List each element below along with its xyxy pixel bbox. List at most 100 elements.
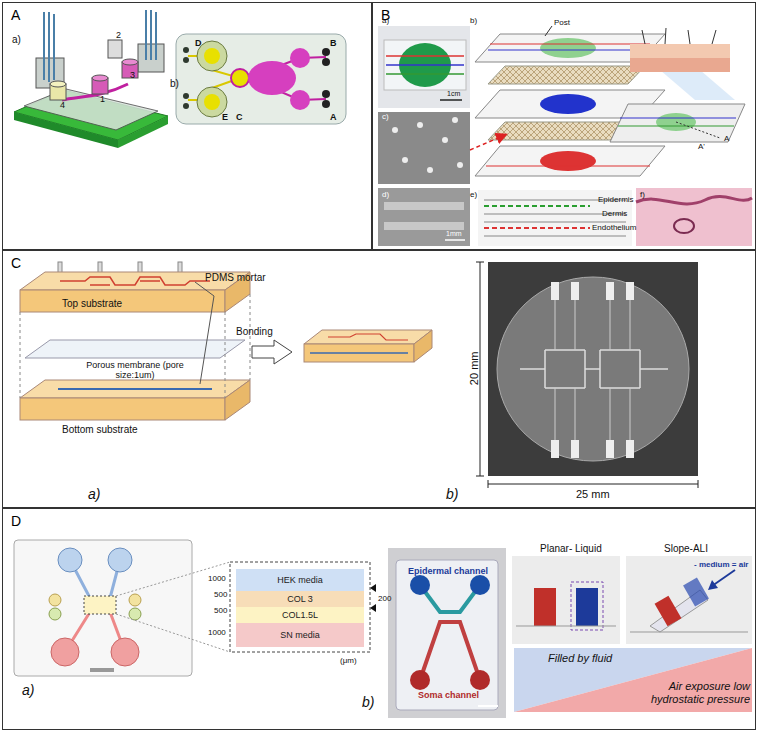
chip-sketch [14, 540, 376, 676]
planar-photo [576, 588, 598, 626]
dimension-lines [488, 484, 698, 485]
chip-layout [204, 48, 220, 64]
bottom-substrate [20, 380, 250, 420]
panel-letter: C [11, 255, 21, 271]
device-3d [92, 75, 108, 81]
text-label: Post [554, 18, 570, 27]
guide-lines [225, 312, 226, 398]
text-label: Porous membrane (pore size:1um) [80, 360, 190, 381]
chip-photo [571, 440, 579, 458]
device-3d [122, 59, 138, 65]
skin-sketch [618, 126, 734, 127]
text-label: b) [170, 78, 179, 90]
bottom-substrate [20, 398, 225, 420]
skin-sketch [642, 28, 716, 44]
chip-sketch [116, 562, 230, 596]
text-label: b) [470, 16, 477, 25]
layer-band: COL1.5L [236, 607, 364, 623]
assembled-chip [304, 344, 414, 362]
histology-image [636, 188, 752, 246]
assembled-chip [328, 334, 408, 340]
chip-photo [606, 282, 614, 300]
guide-lines [20, 282, 250, 398]
text-label: Bottom substrate [62, 424, 138, 436]
skin-sketch [676, 122, 720, 138]
device-3d [43, 12, 45, 80]
text-label: d) [382, 190, 389, 199]
chip-photo [551, 440, 559, 458]
histology-image [674, 219, 694, 233]
text-label: A [724, 134, 729, 143]
membrane [25, 340, 245, 358]
channel-photo [384, 222, 464, 230]
text-label: 500 [214, 606, 227, 615]
chip-photo [488, 262, 698, 476]
text-label: Slope-ALI [664, 543, 708, 555]
text-label: Soma channel [418, 690, 479, 700]
chip-photo [555, 300, 630, 440]
device-photo [470, 670, 490, 690]
chip-layout [183, 93, 189, 99]
device-photo [420, 622, 480, 680]
text-label: a) [12, 34, 21, 46]
chip-sketch [49, 594, 61, 606]
text-label: Bonding [236, 326, 273, 338]
figure-panel: B [372, 2, 756, 250]
chip-sketch [14, 540, 192, 676]
chip-photo [571, 282, 579, 300]
exploded-layers [540, 94, 596, 114]
slope-photo [626, 556, 752, 644]
chip-photo [440, 99, 462, 101]
chip-layout [290, 90, 310, 110]
channel-photo [384, 202, 464, 210]
device-3d [50, 81, 66, 87]
assembled-chip [310, 352, 408, 354]
sub-label: a) [22, 682, 34, 698]
text-label: Epidermis [598, 195, 634, 204]
top-substrate [20, 290, 225, 312]
chip-layout [176, 34, 346, 124]
text-label: Endothelium [592, 223, 636, 232]
device-3d [145, 10, 147, 60]
chip-sketch [108, 548, 132, 572]
text-label: 500 [214, 590, 227, 599]
text-label: 1mm [446, 230, 462, 238]
layer-band: COL 3 [236, 591, 364, 607]
text-label: 4 [60, 100, 65, 110]
guide-lines [195, 282, 214, 296]
assembled-chip [304, 330, 432, 344]
device-photo [410, 670, 430, 690]
cross-section [484, 236, 626, 237]
chip-layout [322, 100, 330, 108]
text-label: 3 [130, 70, 135, 80]
chip-photo [378, 26, 470, 108]
chip-photo [626, 282, 634, 300]
device-3d [150, 10, 152, 60]
chip-sketch [84, 596, 116, 614]
sem-image [457, 162, 463, 168]
chip-layout [183, 47, 189, 53]
skin-sketch [630, 58, 730, 72]
channel-photo [378, 188, 470, 246]
text-label: 25 mm [576, 488, 610, 501]
text-label: Planar- Liquid [540, 543, 602, 555]
text-label: - medium = air [694, 560, 748, 569]
exploded-layers [488, 66, 645, 84]
sem-image [417, 122, 423, 128]
chip-sketch [116, 614, 230, 652]
layer-label: COL 3 [287, 594, 313, 604]
bonding-arrow [252, 340, 292, 364]
top-substrate [90, 281, 160, 285]
gradient-bar [514, 648, 752, 712]
text-label: A' [698, 142, 705, 151]
chip-photo [551, 282, 559, 300]
sem-image [442, 137, 448, 143]
chip-sketch [129, 594, 141, 606]
slope-photo [655, 596, 682, 627]
layer-label: HEK media [277, 575, 323, 585]
chip-layout [204, 94, 220, 110]
chip-sketch [51, 638, 79, 666]
chip-photo [386, 55, 464, 57]
layer-label: COL1.5L [282, 610, 318, 620]
text-label: e) [470, 190, 477, 199]
